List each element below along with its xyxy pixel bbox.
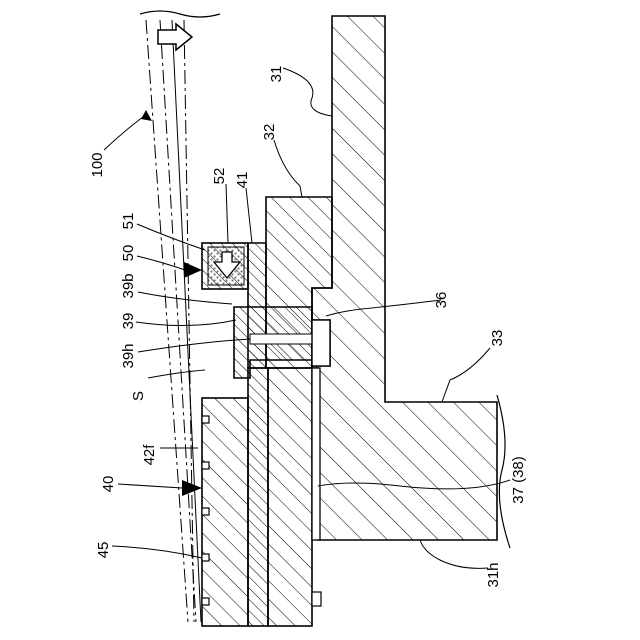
part-42-strip [248,368,268,626]
label-100: 100 [89,152,106,177]
workpiece-guide-lines [146,20,201,622]
top-break-line [140,11,220,17]
part-39h-bore [250,334,312,344]
bottom-small-square [312,592,321,606]
label-51: 51 [120,213,137,230]
label-52: 52 [211,168,228,185]
arrowhead-100-icon [141,110,152,121]
label-36: 36 [433,292,450,309]
label-42f: 42f [141,444,158,466]
label-31: 31 [268,66,285,83]
label-40: 40 [100,476,117,493]
label-37-38: 37 (38) [510,456,527,504]
label-31h: 31h [485,562,502,587]
part-38-column [268,368,312,626]
label-S: S [130,391,147,401]
label-32: 32 [261,124,278,141]
label-39: 39 [120,313,137,330]
label-50: 50 [120,245,137,262]
movement-arrow-icon [158,24,192,50]
label-41: 41 [234,172,251,189]
part-36-recess [312,320,330,366]
part-31-body [312,16,497,540]
label-45: 45 [95,542,112,559]
label-33: 33 [489,330,506,347]
right-break-line [497,395,510,548]
label-39b: 39b [120,273,137,298]
arrowhead-50-icon [184,262,202,278]
part-37-gap [312,368,320,540]
label-39h: 39h [120,343,137,368]
